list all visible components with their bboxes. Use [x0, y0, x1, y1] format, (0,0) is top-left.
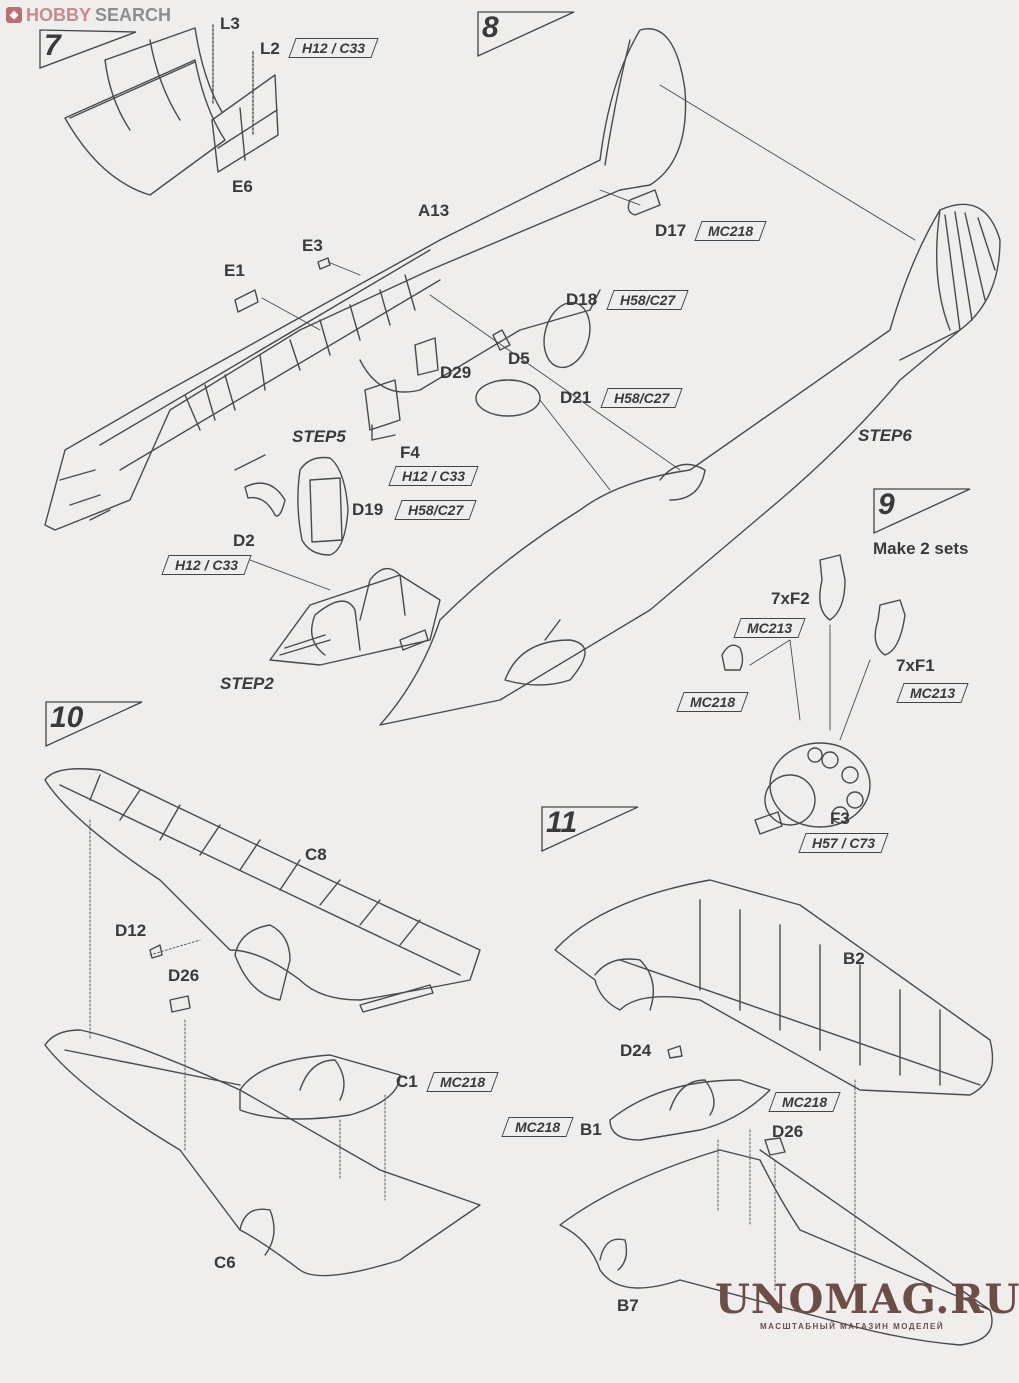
cockpit-drawing — [269, 567, 441, 666]
part-d2 — [244, 482, 286, 517]
part-label-d24: D24 — [620, 1041, 652, 1060]
paint-d18: H58/C27 — [610, 290, 685, 310]
part-label-b2: B2 — [843, 949, 865, 968]
part-d17 — [627, 189, 661, 216]
assembly-lines — [249, 84, 916, 591]
step-7-header: 7 — [38, 28, 138, 70]
part-label-d17: D17 — [655, 221, 687, 240]
part-d5 — [492, 329, 511, 351]
small-parts — [234, 189, 661, 651]
wing-lower-b7-drawing — [559, 1079, 993, 1346]
part-label-7xf1: 7xF1 — [896, 656, 935, 675]
part-d18 — [543, 301, 591, 369]
part-label-l3: L3 — [220, 14, 240, 33]
step6-ref: STEP6 — [858, 426, 912, 445]
control-column — [234, 454, 266, 471]
paint-b1: MC218 — [505, 1117, 570, 1137]
part-label-e1: E1 — [224, 261, 245, 280]
part-small-box — [399, 629, 429, 651]
paint-d26b: MC218 — [772, 1092, 837, 1112]
paint-f4: H12 / C33 — [392, 466, 475, 486]
rear-fuselage-drawing — [379, 203, 1001, 726]
step-11-header: 11 — [540, 805, 640, 853]
part-label-d19: D19 — [352, 500, 384, 519]
part-label-7xf2: 7xF2 — [771, 589, 810, 608]
part-e1 — [234, 289, 259, 313]
part-d24 — [667, 1045, 683, 1059]
part-label-b1: B1 — [580, 1120, 602, 1139]
wing-assembly-lines — [89, 819, 386, 1201]
hobbysearch-watermark: ◈ HOBBY SEARCH — [6, 6, 171, 24]
part-label-e6: E6 — [232, 177, 253, 196]
part-label-d26b: D26 — [772, 1122, 804, 1141]
part-label-l2: L2 — [260, 39, 280, 58]
step-9-note: Make 2 sets — [873, 539, 969, 558]
part-label-b7: B7 — [617, 1296, 639, 1315]
part-d29 — [414, 337, 439, 376]
part-label-d18: D18 — [566, 290, 598, 309]
wing-lower-c6-drawing — [44, 1029, 481, 1277]
part-label-c6: C6 — [214, 1253, 236, 1272]
part-label-d2: D2 — [233, 531, 255, 550]
paint-f3: H57 / C73 — [802, 833, 885, 853]
wing-upper-b2-drawing — [554, 879, 994, 1096]
part-label-f3: F3 — [830, 809, 850, 828]
part-e3 — [317, 257, 331, 270]
step-9-header: 9 — [872, 487, 972, 535]
paint-l2: H12 / C33 — [292, 38, 375, 58]
part-label-f4: F4 — [400, 443, 420, 462]
part-label-d26a: D26 — [168, 966, 200, 985]
part-label-c1: C1 — [396, 1072, 418, 1091]
part-d26a — [169, 995, 191, 1013]
paint-c1: MC218 — [430, 1072, 495, 1092]
fuselage-drawing — [44, 28, 687, 531]
part-label-e3: E3 — [302, 236, 323, 255]
paint-f1: MC213 — [900, 683, 965, 703]
wing11-assembly-lines — [717, 1079, 856, 1291]
part-label-d29: D29 — [440, 363, 472, 382]
part-d12 — [149, 944, 163, 959]
part-label-d21: D21 — [560, 388, 592, 407]
part-label-c8: C8 — [305, 845, 327, 864]
paint-hand: MC218 — [680, 692, 745, 712]
paint-d2: H12 / C33 — [165, 555, 248, 575]
canopy-e6-drawing — [64, 27, 279, 196]
unomag-watermark: UNOMAG.RU МАСШТАБНЫЙ МАГАЗИН МОДЕЛЕЙ — [715, 1276, 1019, 1332]
wing-upper-c8-drawing — [44, 768, 481, 1013]
engine-drawing — [721, 554, 906, 835]
step-8-header: 8 — [476, 10, 576, 58]
part-label-d12: D12 — [115, 921, 147, 940]
instrument-panel-d19 — [297, 456, 349, 556]
part-label-a13: A13 — [418, 201, 450, 220]
part-label-d5: D5 — [508, 349, 530, 368]
part-d21 — [475, 379, 541, 417]
paint-d21: H58/C27 — [604, 388, 679, 408]
step5-ref: STEP5 — [292, 427, 346, 446]
hobbysearch-logo-icon: ◈ — [6, 7, 22, 23]
step-10-header: 10 — [44, 700, 144, 748]
step2-ref: STEP2 — [220, 674, 274, 693]
paint-d19: H58/C27 — [398, 500, 473, 520]
paint-d17: MC218 — [698, 221, 763, 241]
paint-f2: MC213 — [737, 618, 802, 638]
part-f4 — [364, 379, 401, 441]
